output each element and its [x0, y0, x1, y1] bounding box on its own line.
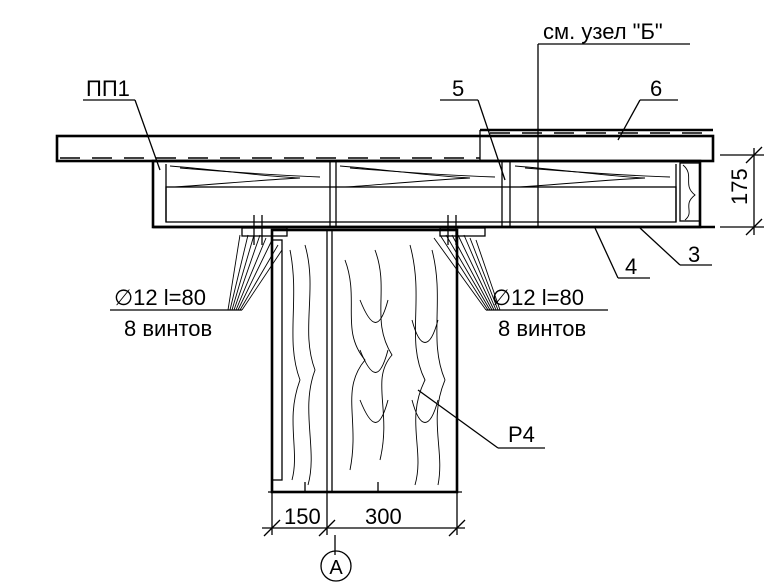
- dim-bottom: [262, 482, 466, 555]
- item5-label: 5: [452, 76, 464, 101]
- dim-175-label: 175: [727, 168, 752, 205]
- item6-leader: [617, 99, 678, 141]
- dim-300-label: 300: [365, 504, 402, 529]
- left-screw-leaders: [110, 234, 283, 311]
- screw-right-spec: ∅12 l=80: [492, 285, 584, 310]
- screw-left-count: 8 винтов: [124, 316, 212, 341]
- column: [268, 228, 462, 494]
- pp1-label: ПП1: [86, 76, 130, 101]
- column-brackets: [241, 215, 486, 245]
- screw-right-count: 8 винтов: [498, 316, 586, 341]
- item3-label: 3: [688, 242, 700, 267]
- ref-node-label: см. узел "Б": [543, 19, 663, 44]
- item4-leader: [594, 227, 650, 279]
- pp1-leader: [83, 99, 161, 171]
- right-screw-leaders: [433, 234, 608, 311]
- axis-marker: А: [320, 550, 352, 582]
- dim-150-label: 150: [284, 504, 321, 529]
- dim-175: 175: [720, 146, 764, 236]
- item6-label: 6: [650, 76, 662, 101]
- ref-node-leader: см. узел "Б": [537, 19, 690, 227]
- axis-label: А: [329, 557, 343, 579]
- item4-label: 4: [625, 254, 637, 279]
- item3-leader: [639, 227, 712, 266]
- item5-leader: [440, 99, 506, 181]
- screw-left-spec: ∅12 l=80: [114, 285, 206, 310]
- insulation-layer: [151, 159, 715, 229]
- p4-label: Р4: [508, 422, 535, 447]
- p4-leader: [417, 389, 545, 449]
